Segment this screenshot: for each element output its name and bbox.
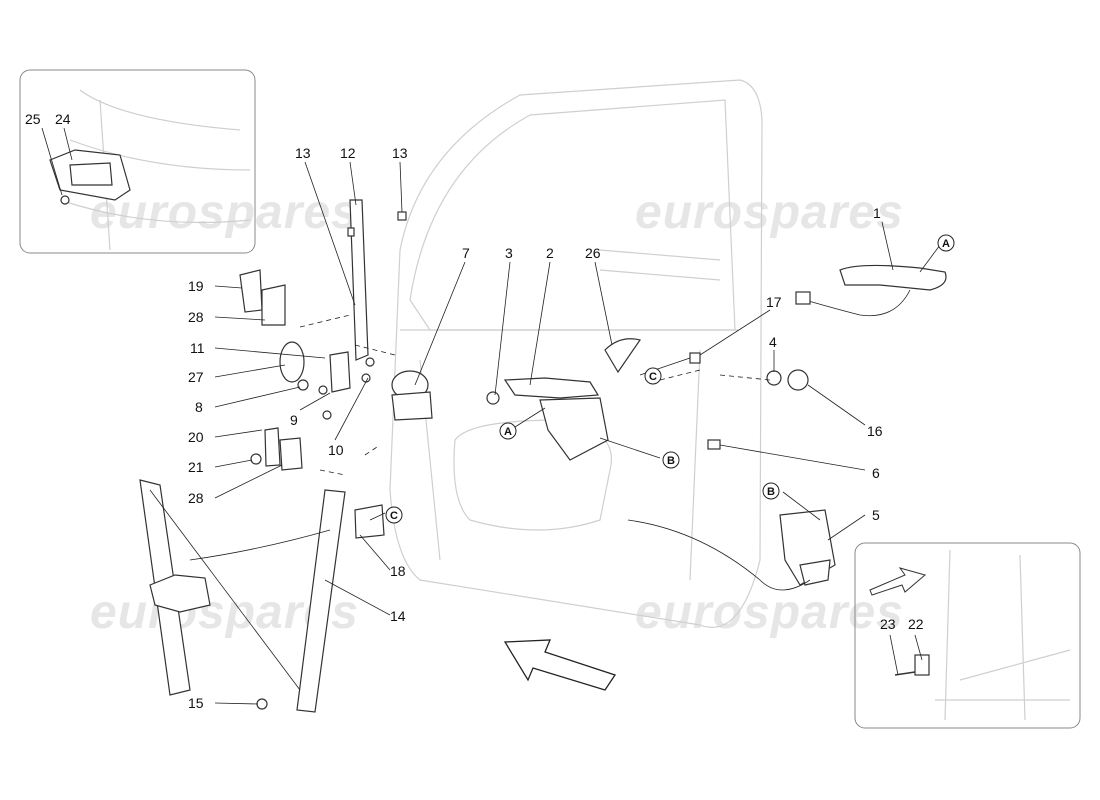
upper-bracket — [239, 269, 286, 326]
ref-c-regulator: C — [390, 510, 398, 522]
callout-9: 9 — [290, 412, 298, 428]
inset-bottom-right — [854, 542, 1081, 729]
outer-handle — [795, 264, 947, 317]
callout-16: 16 — [867, 423, 883, 439]
callout-13: 13 — [295, 145, 311, 161]
triangle-cover — [604, 338, 641, 374]
leader-lines — [41, 127, 941, 705]
callout-18: 18 — [390, 563, 406, 579]
actuator-7 — [391, 370, 433, 421]
callout-28: 28 — [188, 309, 204, 325]
callout-5: 5 — [872, 507, 880, 523]
small-parts-right — [689, 352, 809, 450]
reference-markers: A A B B C C — [385, 234, 955, 524]
callout-8: 8 — [195, 399, 203, 415]
glass-run-channel — [347, 199, 407, 361]
callout-24: 24 — [55, 111, 71, 127]
lower-bracket — [264, 427, 303, 471]
watermarks: eurospares eurospares eurospares eurospa… — [90, 186, 904, 639]
callout-14: 14 — [390, 608, 406, 624]
watermark-top-right: eurospares — [635, 186, 904, 239]
ref-b-latch: B — [767, 486, 775, 498]
callout-28: 28 — [188, 490, 204, 506]
callout-13: 13 — [392, 145, 408, 161]
callout-7: 7 — [462, 245, 470, 261]
ref-a-lever: A — [504, 426, 512, 438]
callout-26: 26 — [585, 245, 601, 261]
callout-1: 1 — [873, 205, 881, 221]
callout-4: 4 — [769, 334, 777, 350]
door-latch — [627, 509, 836, 591]
callout-20: 20 — [188, 429, 204, 445]
callout-17: 17 — [766, 294, 782, 310]
callout-10: 10 — [328, 442, 344, 458]
callout-27: 27 — [188, 369, 204, 385]
callout-11: 11 — [190, 340, 205, 356]
inset-top-left — [19, 69, 256, 254]
direction-arrow — [503, 639, 617, 691]
ref-c-door: C — [649, 371, 657, 383]
callout-21: 21 — [188, 459, 204, 475]
callout-labels: 25 24 13 12 13 19 28 11 27 8 9 10 20 21 … — [25, 111, 924, 711]
callout-2: 2 — [546, 245, 554, 261]
watermark-top-left: eurospares — [90, 186, 359, 239]
callout-22: 22 — [908, 616, 924, 632]
callout-15: 15 — [188, 695, 204, 711]
ref-a-handle: A — [942, 238, 950, 250]
callout-3: 3 — [505, 245, 513, 261]
callout-19: 19 — [188, 278, 204, 294]
small-parts-left — [250, 341, 375, 465]
door-shell — [389, 79, 763, 628]
callout-6: 6 — [872, 465, 880, 481]
callout-25: 25 — [25, 111, 41, 127]
inner-lever-mechanism — [486, 377, 609, 461]
ref-b-lever: B — [667, 455, 675, 467]
callout-23: 23 — [880, 616, 896, 632]
dashed-guides — [299, 314, 771, 476]
window-regulator — [139, 479, 385, 713]
watermark-bottom-right: eurospares — [635, 586, 904, 639]
callout-12: 12 — [340, 145, 356, 161]
